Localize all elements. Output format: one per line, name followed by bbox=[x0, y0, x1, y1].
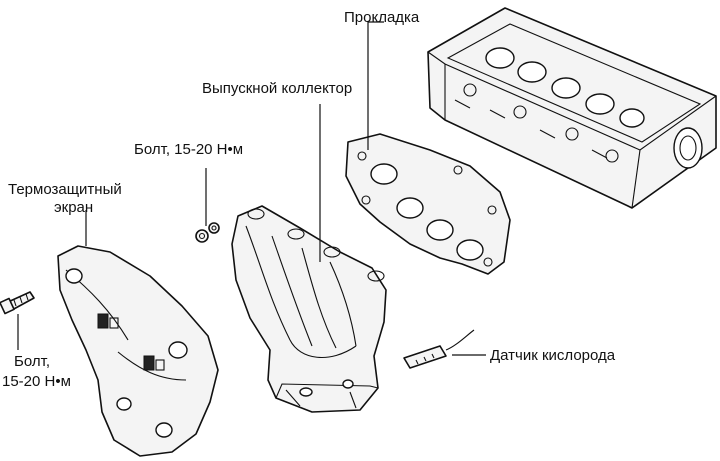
label-bolt-left-line1: Болт, bbox=[14, 353, 50, 370]
gasket bbox=[345, 133, 511, 275]
nut bbox=[195, 222, 220, 243]
label-bolt-left-line2: 15-20 Н•м bbox=[2, 373, 71, 390]
exhaust-manifold bbox=[231, 205, 387, 413]
label-oxygen-sensor: Датчик кислорода bbox=[490, 347, 616, 364]
cylinder-head bbox=[427, 7, 717, 209]
oxygen-sensor bbox=[403, 329, 475, 369]
heat-shield bbox=[57, 245, 219, 457]
leader-lines bbox=[17, 21, 486, 356]
label-bolt-top: Болт, 15-20 Н•м bbox=[134, 141, 243, 158]
label-heat-shield-line1: Термозащитный bbox=[8, 181, 122, 198]
label-exhaust-manifold: Выпускной коллектор bbox=[202, 80, 352, 97]
leader-gasket bbox=[367, 21, 384, 150]
bolt-left bbox=[0, 291, 35, 315]
label-gasket: Прокладка bbox=[344, 9, 420, 26]
label-heat-shield-line2: экран bbox=[54, 199, 93, 216]
